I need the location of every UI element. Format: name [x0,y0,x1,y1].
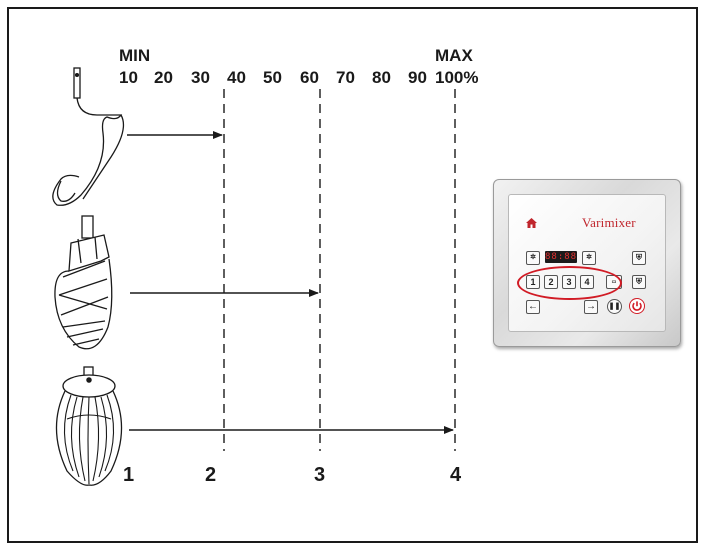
scale-tick: 100% [435,68,479,87]
power-icon[interactable] [629,298,645,314]
scale-tick: 80 [372,68,391,87]
speed-keys-highlight [517,266,622,300]
scale-tick: 10 [119,68,138,87]
brand-name: Varimixer [582,215,636,230]
scale-tick: 60 [300,68,319,87]
speed-up-icon[interactable]: ✲ [582,251,596,265]
speed-down-icon[interactable]: ✲ [526,251,540,265]
speed-2-label: 2 [205,464,217,486]
scale-tick: 90 [408,68,427,87]
scale-tick: 50 [263,68,282,87]
scale-tick: 70 [336,68,355,87]
max-label: MAX [435,46,473,65]
whisk-icon [55,366,123,486]
scale-tick: 20 [154,68,173,87]
control-panel: Varimixer ✲ 88:88 ✲ ⛨ 1 2 3 4 ▭ ⛨ ← → ❚❚ [493,179,681,347]
scale-tick: 40 [227,68,246,87]
flat-beater-icon [54,215,113,350]
arrow-right-icon[interactable]: → [584,300,598,314]
diagram-frame: MIN MAX 10 20 30 40 50 60 70 80 90 100% … [7,7,698,543]
speed-1-label: 1 [123,464,135,486]
home-icon [526,218,537,228]
pause-icon[interactable]: ❚❚ [607,299,622,314]
speed-display: 88:88 [545,251,578,263]
arrow-left-icon[interactable]: ← [526,300,540,314]
speed-4-label: 4 [450,464,462,486]
dough-hook-icon [52,67,125,206]
diagram-graphics [52,67,456,486]
min-label: MIN [119,46,151,65]
shield-icon[interactable]: ⛨ [632,251,646,265]
speed-3-label: 3 [314,464,326,486]
shield-down-icon[interactable]: ⛨ [632,275,646,289]
scale-tick: 30 [191,68,210,87]
